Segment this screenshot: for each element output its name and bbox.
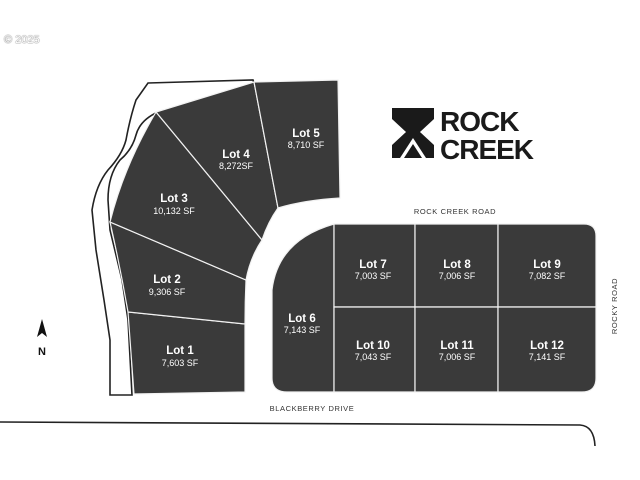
lot-3-name: Lot 3 bbox=[160, 193, 187, 205]
lot-8-name: Lot 8 bbox=[443, 259, 471, 271]
blackberry-drive-edge bbox=[0, 421, 596, 447]
lot-2-parcel[interactable] bbox=[109, 220, 247, 325]
brand-name-line2: CREEK bbox=[440, 134, 534, 165]
property-outline bbox=[91, 79, 264, 396]
blackberry-drive-label: BLACKBERRY DRIVE bbox=[270, 404, 355, 413]
lot-1-area: 7,603 SF bbox=[162, 358, 199, 368]
lot-6-parcel[interactable] bbox=[271, 223, 335, 393]
brand-name-line1: ROCK bbox=[440, 106, 519, 137]
lot-2-name: Lot 2 bbox=[153, 274, 180, 286]
lot-4-name: Lot 4 bbox=[222, 149, 250, 161]
north-arrow-icon bbox=[37, 319, 47, 337]
lot-7-area: 7,003 SF bbox=[355, 271, 392, 281]
rock-creek-road-label: ROCK CREEK ROAD bbox=[414, 207, 496, 216]
north-arrow-label: N bbox=[38, 346, 46, 358]
lot-9-name: Lot 9 bbox=[533, 259, 560, 271]
lot-10-name: Lot 10 bbox=[356, 340, 390, 352]
lot-11-name: Lot 11 bbox=[440, 340, 474, 352]
lot-5-parcel[interactable] bbox=[253, 79, 341, 209]
lot-9-parcel[interactable] bbox=[497, 223, 597, 308]
rocky-road-label: ROCKY ROAD bbox=[610, 278, 619, 334]
lot-3-parcel[interactable] bbox=[109, 110, 263, 281]
lot-7-name: Lot 7 bbox=[359, 259, 386, 271]
lot-9-area: 7,082 SF bbox=[529, 271, 566, 281]
lot-12-area: 7,141 SF bbox=[529, 352, 566, 362]
lot-6-name: Lot 6 bbox=[288, 313, 315, 325]
lot-4-area: 8,272SF bbox=[219, 161, 254, 171]
lot-10-area: 7,043 SF bbox=[355, 352, 392, 362]
rock-creek-logo-icon bbox=[392, 108, 434, 158]
lot-6-area: 7,143 SF bbox=[284, 325, 321, 335]
lot-3-area: 10,132 SF bbox=[153, 206, 195, 216]
lot-5-name: Lot 5 bbox=[292, 128, 320, 140]
lot-12-name: Lot 12 bbox=[530, 340, 564, 352]
lot-2-area: 9,306 SF bbox=[149, 287, 186, 297]
lot-5-area: 8,710 SF bbox=[288, 140, 325, 150]
lot-11-area: 7,006 SF bbox=[439, 352, 476, 362]
lot-labels: Lot 1 7,603 SF Lot 2 9,306 SF Lot 3 10,1… bbox=[149, 128, 566, 368]
lot-1-name: Lot 1 bbox=[166, 345, 194, 357]
lot-12-parcel[interactable] bbox=[497, 306, 597, 393]
copyright-notice: © 2025 bbox=[4, 34, 40, 46]
lot-8-area: 7,006 SF bbox=[439, 271, 476, 281]
